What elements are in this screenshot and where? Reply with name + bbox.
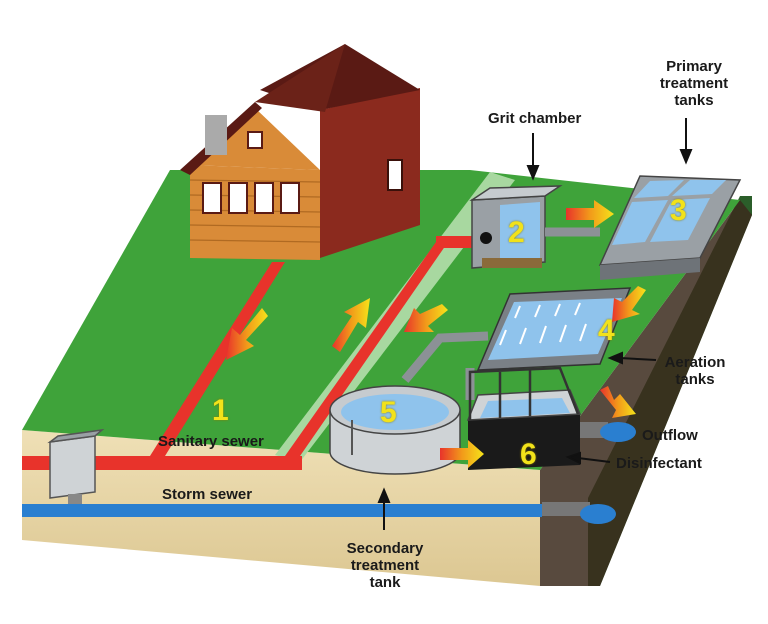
step-number-3: 3 bbox=[670, 194, 687, 227]
house bbox=[180, 44, 420, 260]
flow-arrow-to-outflow bbox=[600, 386, 636, 418]
flow-arrow-into-grit bbox=[566, 200, 614, 228]
label-storm-sewer: Storm sewer bbox=[162, 486, 253, 503]
primary-treatment-tanks bbox=[598, 175, 742, 280]
storm-drain-box bbox=[47, 428, 105, 504]
label-outflow: Outflow bbox=[642, 427, 698, 444]
flow-arrows bbox=[226, 200, 646, 468]
aeration-tanks bbox=[476, 287, 632, 371]
step-number-4: 4 bbox=[598, 314, 615, 347]
step-number-5: 5 bbox=[380, 396, 397, 429]
label-sanitary-sewer: Sanitary sewer bbox=[158, 433, 264, 450]
flow-arrow-aeration-return bbox=[404, 304, 448, 332]
storm-pipe-front bbox=[22, 504, 542, 517]
outflow-spout-upper bbox=[600, 422, 636, 442]
label-grit-chamber: Grit chamber bbox=[488, 110, 582, 127]
label-primary-line2: treatment bbox=[659, 75, 729, 92]
step-number-6: 6 bbox=[520, 438, 537, 471]
label-primary-line3: tanks bbox=[674, 92, 714, 109]
callout-pointers bbox=[377, 118, 693, 530]
chimney bbox=[205, 115, 227, 155]
outflow-spout-lower bbox=[580, 504, 616, 524]
label-secondary-treatment-tank: Secondary treatment tank bbox=[340, 540, 430, 591]
label-aeration-tanks: Aeration tanks bbox=[660, 354, 730, 388]
grit-chamber bbox=[469, 185, 563, 269]
step-number-2: 2 bbox=[508, 216, 525, 249]
label-secondary-line1: Secondary bbox=[346, 540, 424, 557]
flow-arrow-storm-up bbox=[332, 298, 370, 352]
label-secondary-line2: treatment bbox=[350, 557, 420, 574]
flow-arrow-into-disinfection bbox=[440, 440, 484, 468]
secondary-treatment-tank bbox=[329, 385, 461, 475]
label-primary-line1: Primary bbox=[666, 58, 722, 75]
step-number-1: 1 bbox=[212, 394, 229, 427]
label-disinfectant: Disinfectant bbox=[616, 455, 702, 472]
flow-arrow-to-aeration bbox=[612, 286, 646, 322]
flow-arrow-house-down bbox=[226, 308, 268, 360]
sewer-pipes bbox=[22, 236, 636, 524]
label-primary-treatment-tanks: Primary treatment tanks bbox=[654, 58, 734, 109]
label-aeration-line1: Aeration bbox=[664, 354, 726, 371]
label-secondary-line3: tank bbox=[369, 574, 401, 591]
label-aeration-line2: tanks bbox=[675, 371, 715, 388]
disinfection-tank bbox=[466, 366, 582, 470]
